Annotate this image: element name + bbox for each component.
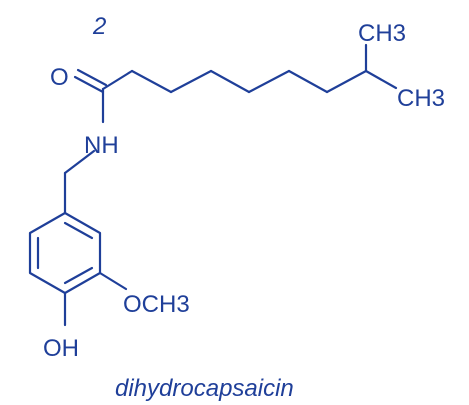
bond-carbonyl-double-a	[73, 75, 105, 94]
compound-number: 2	[92, 13, 106, 40]
ch3-top-label: CH3	[358, 20, 406, 47]
bond-ring-to-methoxy	[98, 271, 128, 291]
bond-c4-c5	[209, 69, 251, 94]
bond-c2-c3	[130, 69, 173, 94]
atom-labels: 2 O NH CH3 CH3 OCH3 OH dihydrocapsaicin	[43, 13, 445, 402]
amide-group	[63, 68, 108, 215]
aromatic-ring	[28, 211, 128, 327]
bond-c7-c8	[325, 69, 368, 94]
ch3-bottom-label: CH3	[397, 85, 445, 112]
bond-c8-ch3-bottom	[364, 69, 398, 90]
bond-c5-c6	[247, 69, 291, 94]
bond-c6-c7	[287, 69, 329, 94]
bond-n-to-ch2	[63, 149, 96, 175]
ring-inner-bond-bottom	[63, 266, 94, 285]
bond-c3-c4	[169, 69, 213, 94]
oxygen-label: O	[50, 64, 69, 91]
nh-label: NH	[84, 132, 119, 159]
ring-hexagon	[28, 211, 102, 295]
bond-carbonyl-to-c2	[101, 69, 134, 91]
hydroxyl-label: OH	[43, 335, 79, 362]
methoxy-label: OCH3	[123, 291, 190, 318]
ring-inner-bond-top	[63, 221, 94, 240]
compound-name: dihydrocapsaicin	[115, 375, 294, 402]
carbon-chain	[101, 43, 398, 94]
bond-carbonyl-double-b	[76, 68, 108, 87]
